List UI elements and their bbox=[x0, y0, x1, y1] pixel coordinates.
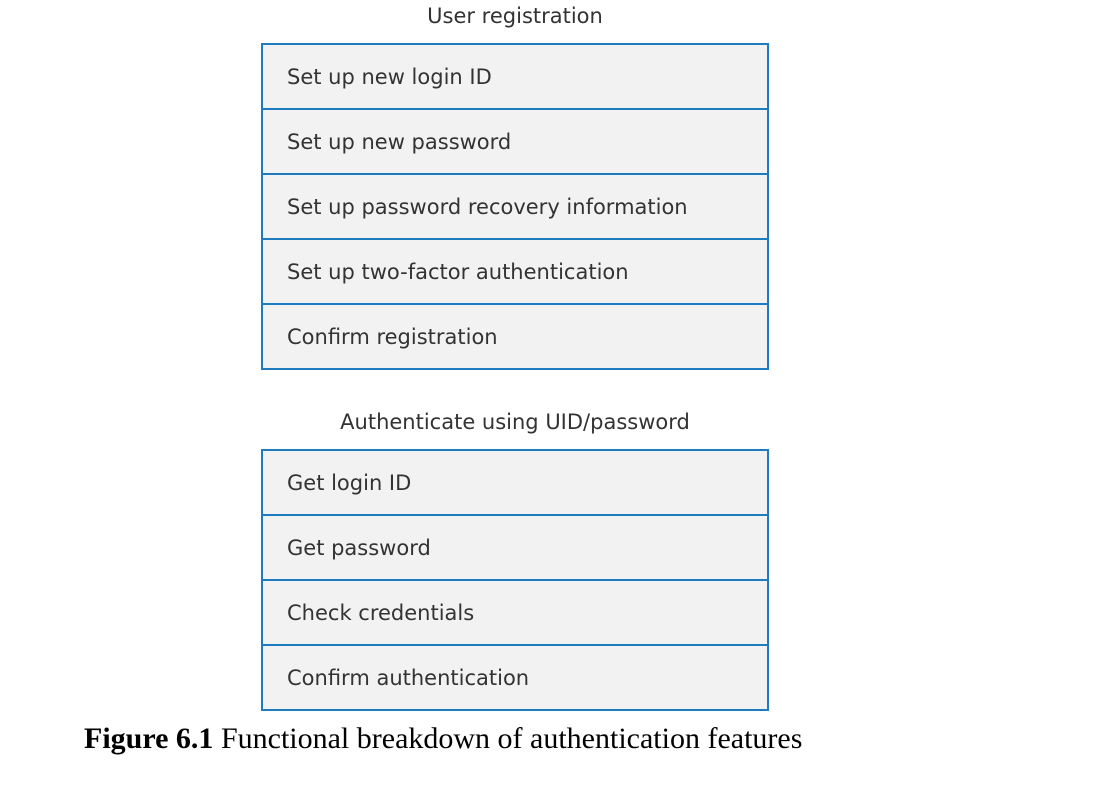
figure-caption-text: Functional breakdown of authentication f… bbox=[213, 722, 803, 755]
list-item: Check credentials bbox=[263, 581, 767, 646]
list-item: Set up new password bbox=[263, 110, 767, 175]
list-item: Confirm registration bbox=[263, 305, 767, 370]
figure-label: Figure 6.1 bbox=[84, 722, 214, 755]
user-registration-group: Set up new login ID Set up new password … bbox=[261, 43, 769, 370]
list-item: Set up password recovery information bbox=[263, 175, 767, 240]
list-item: Set up two-factor authentication bbox=[263, 240, 767, 305]
list-item: Get password bbox=[263, 516, 767, 581]
list-item: Set up new login ID bbox=[263, 45, 767, 110]
figure-caption: Figure 6.1 Functional breakdown of authe… bbox=[84, 722, 802, 756]
list-item: Confirm authentication bbox=[263, 646, 767, 711]
authenticate-group: Get login ID Get password Check credenti… bbox=[261, 449, 769, 711]
group-title-authenticate: Authenticate using UID/password bbox=[340, 410, 690, 434]
list-item: Get login ID bbox=[263, 451, 767, 516]
group-title-user-registration: User registration bbox=[427, 4, 603, 28]
